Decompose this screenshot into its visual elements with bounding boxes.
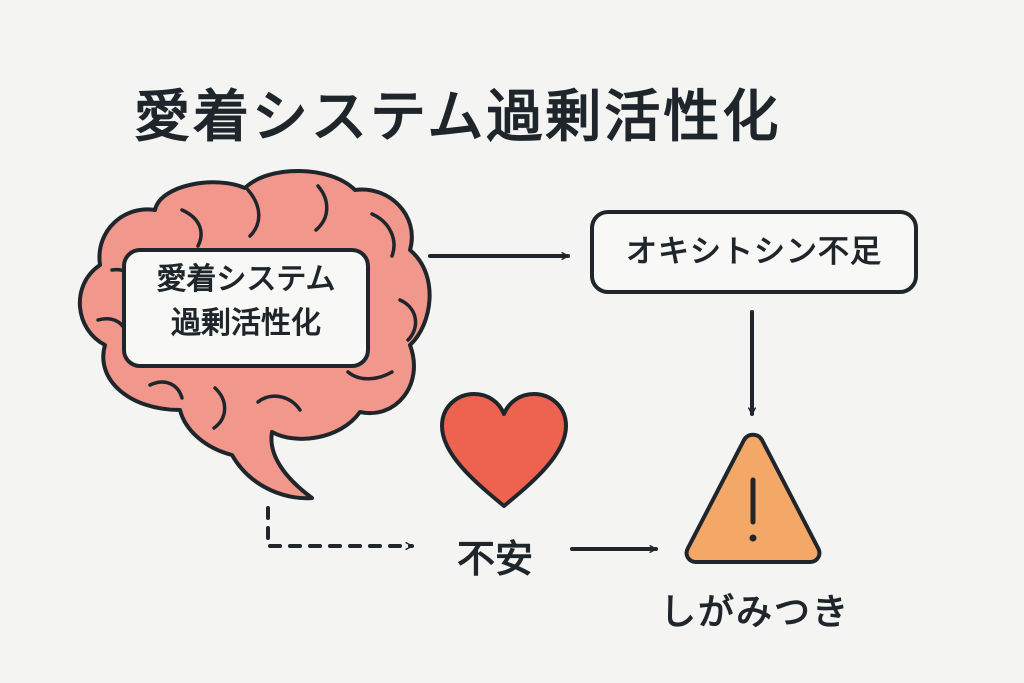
brain-label-line2: 過剰活性化 <box>171 306 321 341</box>
warning-icon <box>684 432 822 564</box>
anxiety-label: 不安 <box>456 537 533 581</box>
dashed-arrow-brain-to-anxiety <box>266 506 414 546</box>
clinging-label: しがみつき <box>659 592 850 633</box>
oxytocin-box <box>590 210 918 294</box>
brain-label-box <box>122 248 370 368</box>
oxytocin-label: オキシトシン不足 <box>626 234 882 270</box>
heart-icon <box>440 392 568 508</box>
brain-label-line1: 愛着システム <box>156 262 336 297</box>
brain-label: 愛着システム 過剰活性化 <box>124 258 368 346</box>
page-title: 愛着システム過剰活性化 <box>134 85 782 150</box>
brain-icon <box>77 169 432 501</box>
